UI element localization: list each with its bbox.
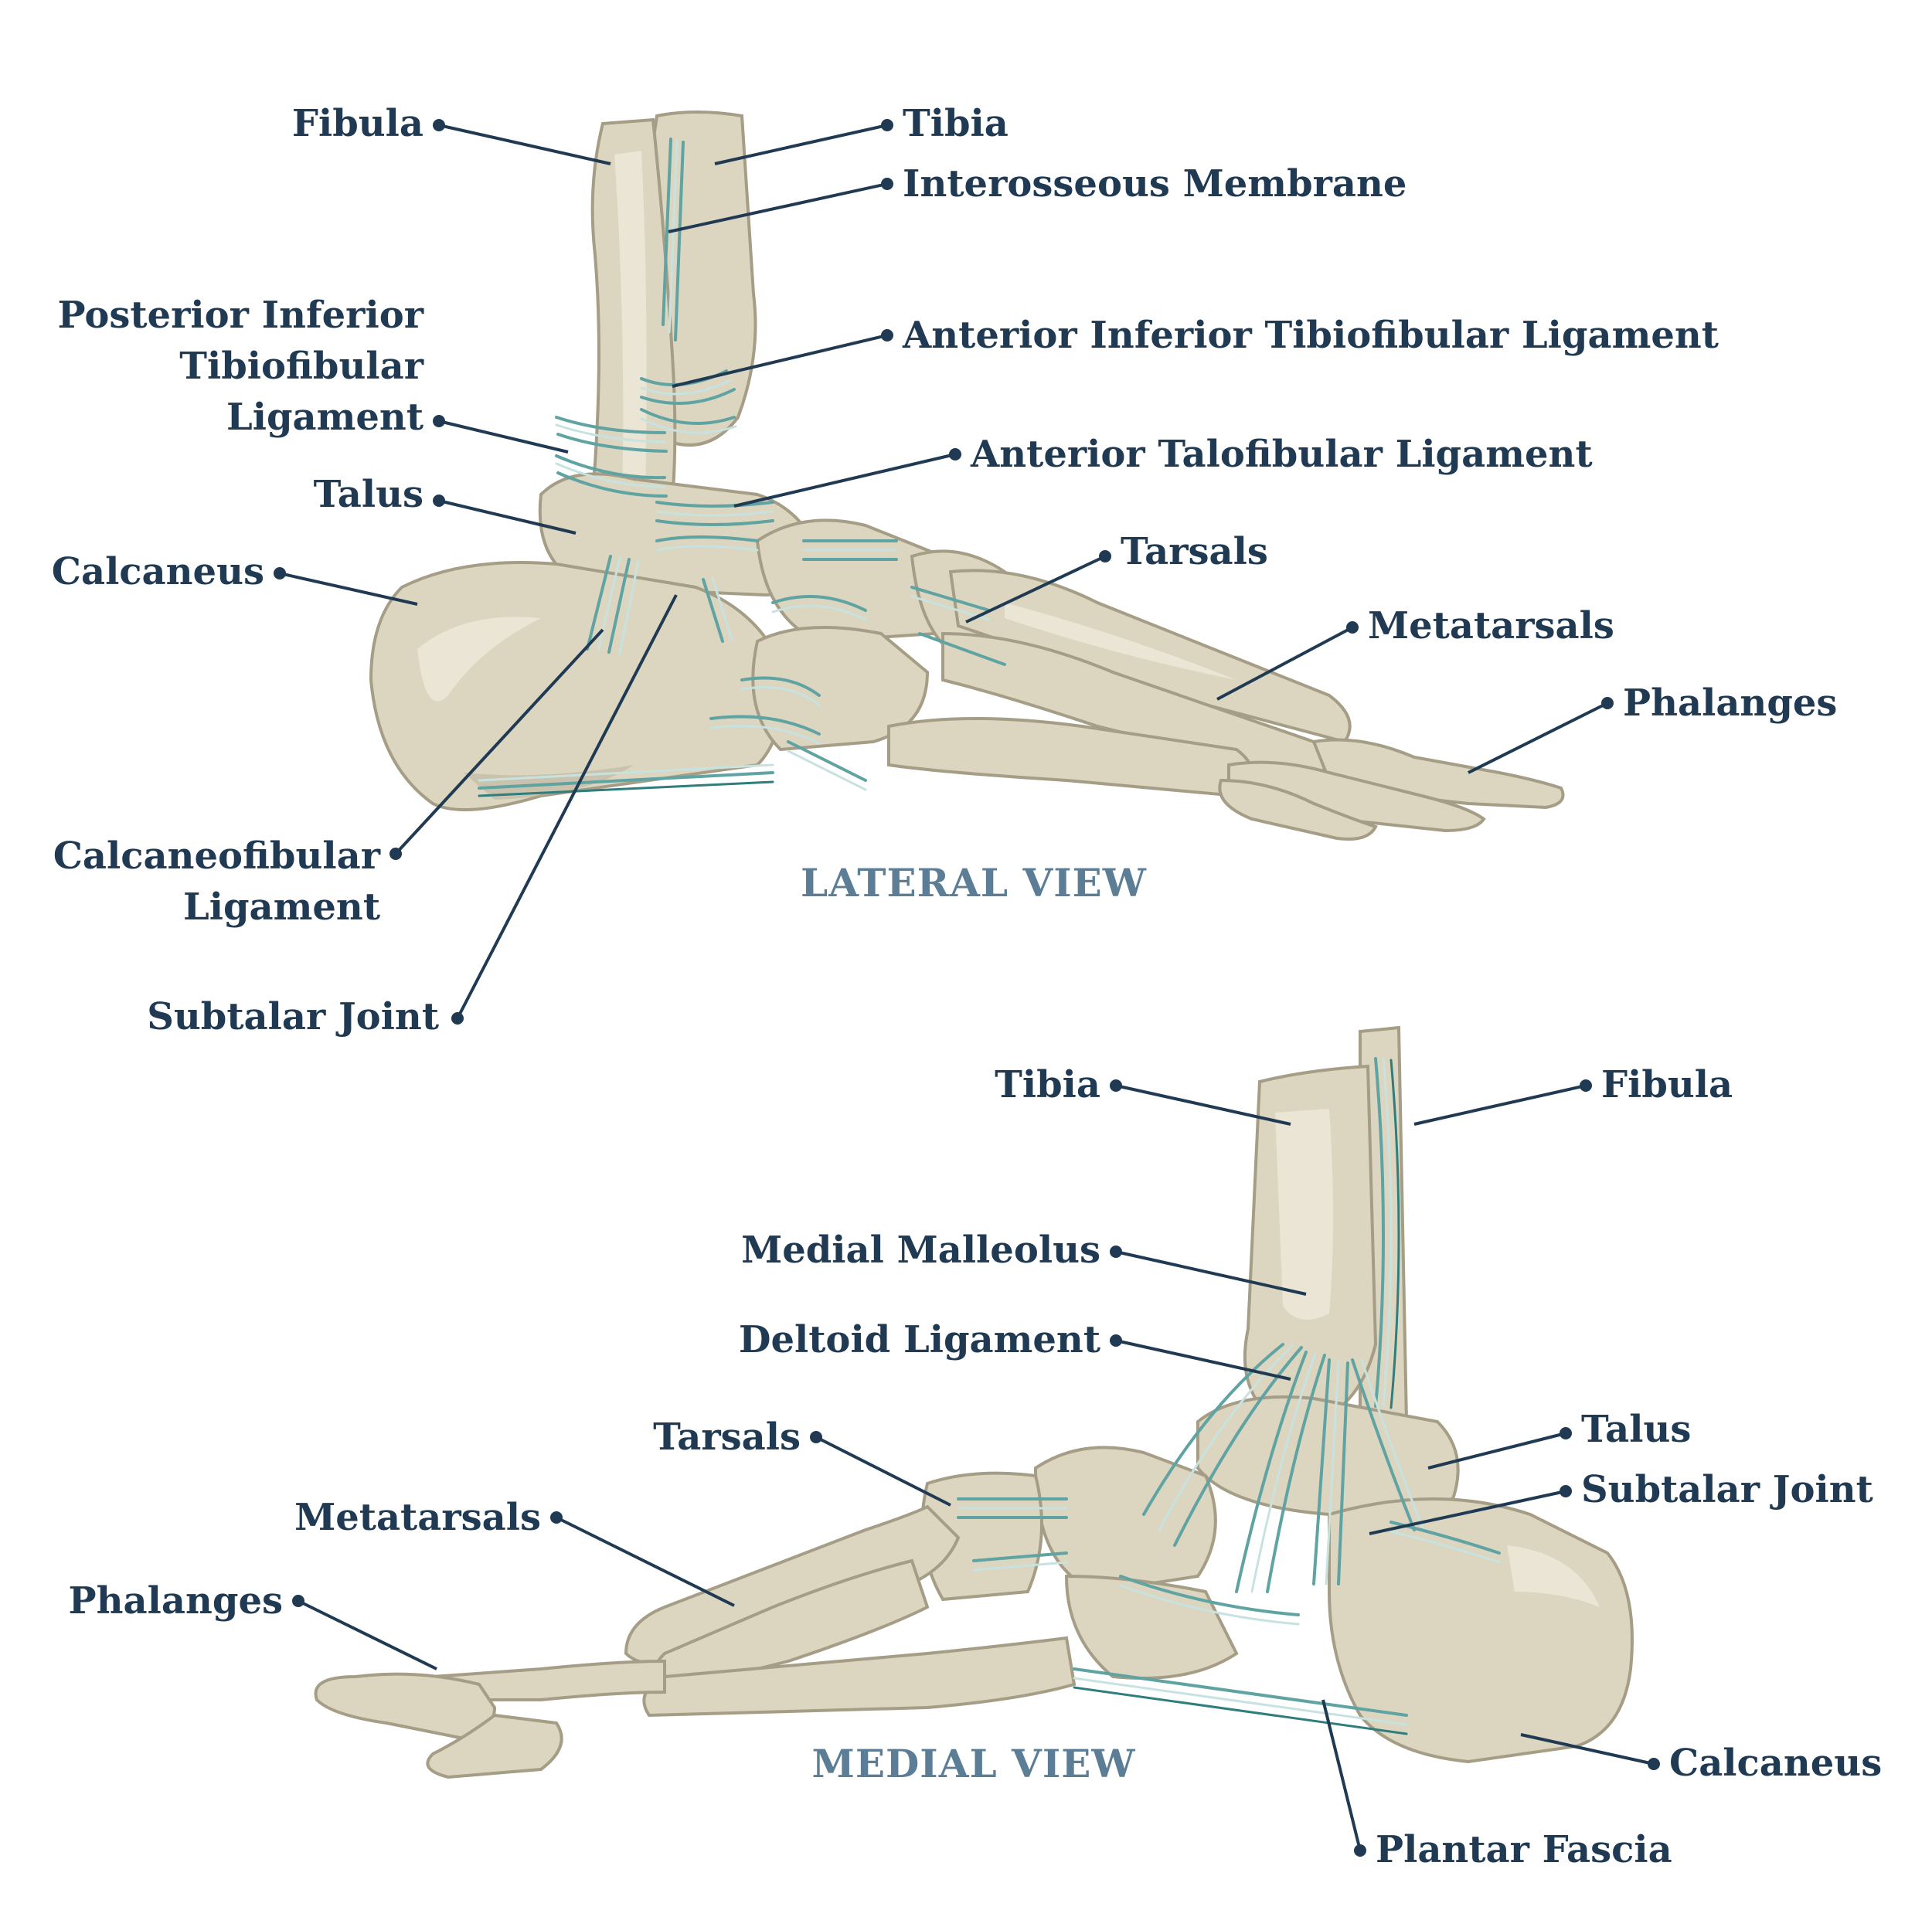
label-pitf-line2: Tibiofibular <box>179 345 423 388</box>
label-lateral-phalanges: Phalanges <box>1623 681 1837 725</box>
label-medial-malleolus: Medial Malleolus <box>741 1229 1100 1272</box>
medial-annotations: Tibia Fibula Medial Malleolus Deltoid Li… <box>69 1063 1883 1871</box>
label-pitf-line1: Posterior Inferior <box>58 294 424 337</box>
label-calcaneofibular-line1: Calcaneofibular <box>53 834 381 878</box>
label-lateral-subtalar: Subtalar Joint <box>147 995 439 1038</box>
lateral-annotations: Fibula Tibia Interosseous Membrane Poste… <box>52 102 1838 1038</box>
lateral-view-title: LATERAL VIEW <box>801 860 1147 906</box>
label-lateral-calcaneus: Calcaneus <box>52 550 264 593</box>
medial-foot-illustration <box>314 1025 1634 1779</box>
label-medial-talus: Talus <box>1581 1408 1691 1451</box>
label-interosseous-membrane: Interosseous Membrane <box>903 162 1406 206</box>
label-calcaneofibular-line2: Ligament <box>183 885 380 929</box>
label-lateral-tibia: Tibia <box>903 102 1009 145</box>
label-lateral-talus: Talus <box>314 473 423 516</box>
medial-ligaments <box>957 1057 1501 1735</box>
medial-metatarsal-bone <box>624 1504 961 1666</box>
medial-tarsal-bone <box>1033 1446 1217 1594</box>
label-medial-metatarsals: Metatarsals <box>294 1496 541 1539</box>
label-medial-tibia: Tibia <box>995 1063 1100 1106</box>
medial-calcaneus-bone <box>1328 1497 1634 1764</box>
label-plantar-fascia: Plantar Fascia <box>1376 1828 1672 1871</box>
label-medial-phalanges: Phalanges <box>69 1579 283 1623</box>
medial-talus-bone <box>1196 1395 1460 1517</box>
label-lateral-metatarsals: Metatarsals <box>1368 604 1614 647</box>
label-lateral-tarsals: Tarsals <box>1121 530 1268 573</box>
label-lateral-fibula: Fibula <box>292 102 423 145</box>
label-medial-tarsals: Tarsals <box>653 1416 801 1459</box>
label-deltoid-ligament: Deltoid Ligament <box>739 1318 1100 1361</box>
label-aitf-ligament: Anterior Inferior Tibiofibular Ligament <box>902 314 1719 357</box>
medial-view-title: MEDIAL VIEW <box>811 1741 1135 1786</box>
label-atf-ligament: Anterior Talofibular Ligament <box>970 433 1593 476</box>
label-medial-subtalar: Subtalar Joint <box>1581 1468 1873 1511</box>
label-medial-fibula: Fibula <box>1601 1063 1733 1106</box>
lateral-foot-illustration <box>369 110 1565 841</box>
label-pitf-line3: Ligament <box>226 396 423 439</box>
label-medial-calcaneus: Calcaneus <box>1669 1742 1882 1785</box>
